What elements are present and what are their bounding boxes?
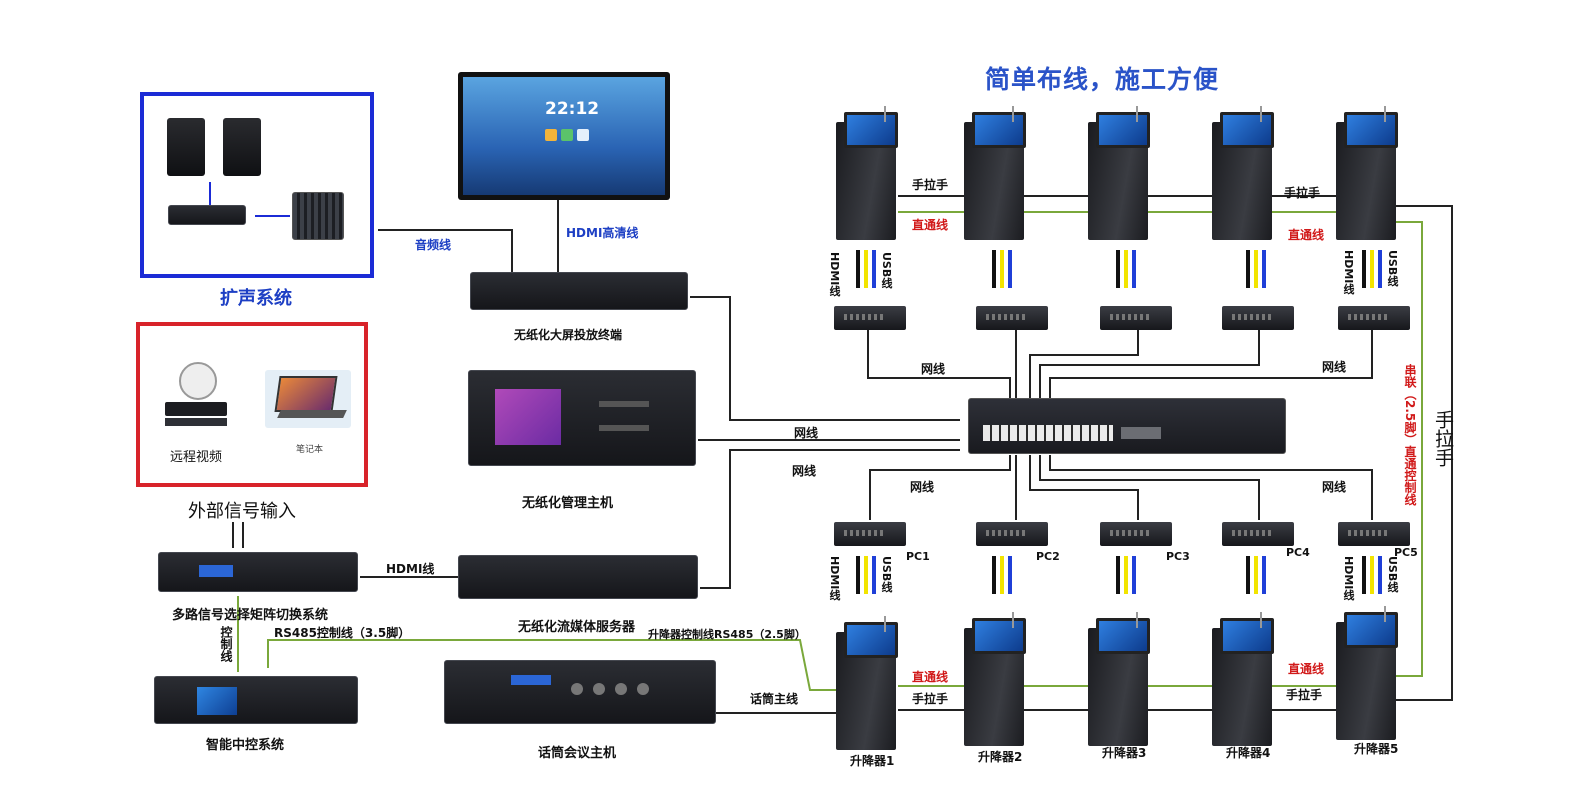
- pc4-label: PC4: [1286, 546, 1310, 559]
- pc-top-2: [976, 306, 1048, 330]
- net-label-bottom-left: 网线: [910, 480, 935, 494]
- hdmi-hd-cable-label: HDMI高清线: [566, 226, 639, 240]
- hdmi-label-bottom-right: HDMI线: [1342, 556, 1355, 601]
- net-label-bottom-right: 网线: [1322, 480, 1347, 494]
- pc-bottom-3: [1100, 522, 1172, 546]
- direct-label-top-1: 直通线: [912, 218, 949, 232]
- pc-top-3: [1100, 306, 1172, 330]
- pc-bottom-1: [834, 522, 906, 546]
- media-server-label: 无纸化流媒体服务器: [518, 620, 636, 635]
- lift-bottom-4: [1212, 612, 1274, 746]
- pc3-label: PC3: [1166, 550, 1190, 563]
- speaker-left: [167, 118, 205, 176]
- mic-host: [444, 660, 716, 724]
- pc-bottom-5: [1338, 522, 1410, 546]
- handpull-vertical-label: 手拉手: [1432, 410, 1454, 467]
- usb-label-top-right: USB线: [1386, 250, 1399, 287]
- pc2-label: PC2: [1036, 550, 1060, 563]
- handpull-label-bottom-1: 手拉手: [912, 692, 949, 706]
- lift-4-label: 升降器4: [1226, 746, 1271, 760]
- pc-bottom-4: [1222, 522, 1294, 546]
- lift-3-label: 升降器3: [1102, 746, 1147, 760]
- pc1-label: PC1: [906, 550, 930, 563]
- audio-cable-label: 音频线: [415, 238, 452, 252]
- speaker-right: [223, 118, 261, 176]
- lift-top-4: [1212, 106, 1274, 240]
- remote-video-label: 远程视频: [170, 450, 223, 465]
- rs485-label: RS485控制线（3.5脚）: [274, 626, 411, 640]
- manager-label: 无纸化管理主机: [522, 496, 614, 511]
- laptop-image: [265, 370, 351, 428]
- hdmi-label-top-left: HDMI线: [828, 252, 841, 297]
- hdmi-label-bottom-left: HDMI线: [828, 556, 841, 601]
- lift-top-1: [836, 106, 898, 240]
- pa-system-frame: [140, 92, 374, 278]
- matrix-label: 多路信号选择矩阵切换系统: [172, 608, 329, 623]
- direct-label-bottom-2: 直通线: [1288, 662, 1325, 676]
- control-line-label: 控制线: [219, 626, 233, 662]
- amplifier: [168, 205, 246, 225]
- screen-clock: 22:12: [545, 99, 600, 119]
- mic-host-label: 话筒会议主机: [538, 746, 617, 761]
- lift-5-label: 升降器5: [1354, 742, 1399, 756]
- net-label-top-right: 网线: [1322, 360, 1347, 374]
- external-input-label: 外部信号输入: [188, 501, 296, 522]
- direct-label-bottom-1: 直通线: [912, 670, 949, 684]
- pa-system-label: 扩声系统: [220, 288, 292, 309]
- usb-label-bottom-left: USB线: [880, 556, 893, 593]
- lift-1-label: 升降器1: [850, 754, 895, 768]
- net-label-server: 网线: [792, 464, 817, 478]
- lift-top-3: [1088, 106, 1150, 240]
- pc5-label: PC5: [1394, 546, 1418, 559]
- hdmi-label-top-right: HDMI线: [1342, 250, 1355, 295]
- lift-bottom-3: [1088, 612, 1150, 746]
- pc-top-1: [834, 306, 906, 330]
- terminal-device: [470, 272, 688, 310]
- lift-bottom-2: [964, 612, 1026, 746]
- usb-label-bottom-right: USB线: [1386, 556, 1399, 593]
- pc-top-5: [1338, 306, 1410, 330]
- media-server: [458, 555, 698, 599]
- usb-label-top-left: USB线: [880, 252, 893, 289]
- lift-top-5: [1336, 106, 1398, 240]
- mic-main-label: 话筒主线: [750, 692, 799, 706]
- pc-top-4: [1222, 306, 1294, 330]
- handpull-label-bottom-2: 手拉手: [1286, 688, 1323, 702]
- central-control: [154, 676, 358, 724]
- lift-bottom-1: [836, 616, 898, 750]
- direct-label-top-2: 直通线: [1288, 228, 1325, 242]
- matrix-switcher: [158, 552, 358, 592]
- laptop-label: 笔记本: [296, 445, 324, 455]
- net-label-terminal: 网线: [794, 426, 819, 440]
- lift-top-2: [964, 106, 1026, 240]
- lift-ctrl-label: 升降器控制线RS485（2.5脚）: [648, 628, 806, 641]
- mixer: [292, 192, 344, 240]
- network-switch: [968, 398, 1286, 454]
- central-label: 智能中控系统: [206, 738, 285, 753]
- diagram-title: 简单布线，施工方便: [985, 65, 1220, 94]
- terminal-label: 无纸化大屏投放终端: [514, 328, 623, 342]
- serial-control-label: 串联（2.5脚）直通控制线: [1403, 364, 1417, 506]
- net-label-top-left: 网线: [921, 362, 946, 376]
- external-input-frame: [136, 322, 368, 487]
- matrix-hdmi-label: HDMI线: [386, 562, 435, 576]
- handpull-label-top-2: 手拉手: [1284, 186, 1321, 200]
- lift-2-label: 升降器2: [978, 750, 1023, 764]
- lift-bottom-5: [1336, 606, 1398, 740]
- manager-host: [468, 370, 696, 466]
- ptz-camera: [165, 362, 227, 432]
- pc-bottom-2: [976, 522, 1048, 546]
- handpull-label-top-1: 手拉手: [912, 178, 949, 192]
- display-screen: 22:12: [458, 72, 670, 200]
